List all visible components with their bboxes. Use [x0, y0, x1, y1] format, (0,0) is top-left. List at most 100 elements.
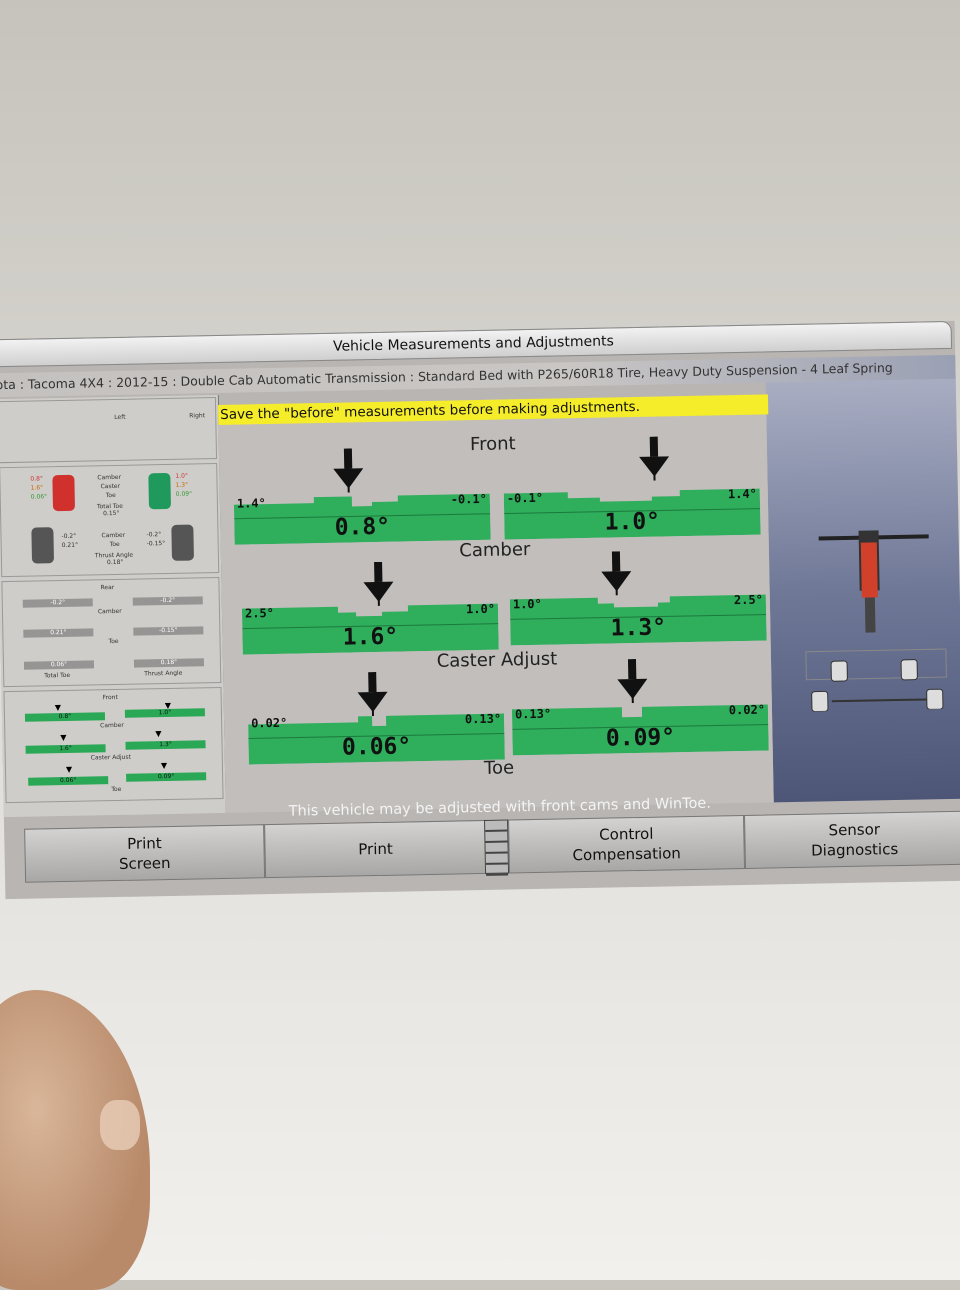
- mini-arrow-icon: ▼: [65, 764, 73, 774]
- sensor-diagnostics-button[interactable]: Sensor Diagnostics: [743, 810, 960, 869]
- front-wheels-box: 0.8° 1.6° 0.06° Camber Caster Toe 1.0° 1…: [0, 463, 220, 578]
- aligner-machine-icon: [805, 530, 947, 713]
- mini-front-toe-right: 0.09°: [175, 490, 193, 498]
- measurement-panel: Save the "before" measurements before ma…: [218, 394, 774, 813]
- front-section-title: Front: [469, 433, 516, 456]
- camber-left-max: -0.1°: [450, 491, 488, 507]
- mini-rear-camber-left: -0.2°: [61, 532, 77, 541]
- right-label: Right: [189, 412, 206, 420]
- gauge-shape: [503, 488, 761, 540]
- mini-front-toe-left: 0.06°: [30, 493, 48, 501]
- mini-rear-toe-right: -0.15°: [146, 540, 166, 548]
- mini-rear-camber-caption: Camber: [97, 607, 122, 616]
- rear-right-tyre-icon: [171, 524, 194, 561]
- mini-arrow-icon: ▼: [54, 703, 62, 713]
- mini-rear-camber-bar-left: -0.2°: [22, 598, 93, 608]
- right-side-panel: [765, 378, 960, 803]
- mini-total-toe-value: 0.15°: [103, 509, 120, 518]
- mini-rear-title: Rear: [100, 584, 115, 592]
- mini-rear-camber-bar-right: -0.2°: [132, 596, 203, 606]
- mini-camber-label: Camber: [97, 473, 122, 482]
- caster-right-max: 2.5°: [733, 592, 763, 608]
- mini-rear-toe-bar-right: -0.15°: [133, 626, 204, 636]
- thumbnail: [100, 1100, 140, 1150]
- toe-right-min: 0.13°: [514, 706, 552, 722]
- camber-right-gauge: -0.1° 1.4° 1.0°: [503, 485, 761, 540]
- gauge-shape: [233, 493, 491, 545]
- toe-right-value: 0.09°: [605, 724, 676, 752]
- left-label: Left: [114, 413, 126, 421]
- print-button[interactable]: Print: [264, 819, 488, 879]
- mini-rear-camber-label: Camber: [101, 531, 126, 540]
- camber-right-min: -0.1°: [506, 490, 544, 506]
- mini-front-toe-bar-left: 0.06°: [28, 776, 109, 786]
- summary-header-box: Left Right: [0, 397, 218, 464]
- mini-front-camber-left: 0.8°: [30, 475, 44, 483]
- before-measurements-banner: Save the "before" measurements before ma…: [218, 394, 769, 425]
- drag-handle-icon[interactable]: [484, 819, 510, 876]
- mini-arrow-icon: ▼: [155, 729, 162, 739]
- camber-left-gauge: 1.4° -0.1° 0.8°: [233, 490, 491, 545]
- mini-front-caster-bar-left: 1.6°: [25, 744, 106, 754]
- caster-left-gauge: 2.5° 1.0° 1.6°: [241, 600, 499, 655]
- mini-front-camber-bar-right: 1.0°: [124, 708, 205, 718]
- rear-summary-box: Rear -0.2° -0.2° Camber 0.21° -0.15° Toe…: [1, 576, 222, 688]
- camber-right-value: 1.0°: [604, 508, 661, 536]
- mini-rear-toe-bar-left: 0.21°: [23, 628, 94, 638]
- mini-front-caster-left: 1.6°: [30, 484, 44, 492]
- rear-left-tyre-icon: [31, 527, 55, 564]
- caster-left-max: 1.0°: [465, 601, 496, 617]
- gauge-shape: [248, 713, 505, 765]
- camber-right-max: 1.4°: [727, 486, 757, 502]
- gauge-shape: [509, 594, 767, 646]
- mini-front-toe-bar-right: 0.09°: [126, 772, 207, 782]
- mini-front-camber-bar-left: 0.8°: [24, 712, 106, 722]
- mini-front-caster-bar-right: 1.3°: [125, 740, 206, 750]
- mini-thrust-caption: Thrust Angle: [144, 669, 183, 678]
- caster-right-arrow-icon: [601, 551, 632, 596]
- toe-left-gauge: 0.02° 0.13° 0.06°: [248, 710, 505, 765]
- toe-right-max: 0.02°: [728, 702, 766, 718]
- mini-thrust-bar: 0.18°: [133, 658, 205, 668]
- toe-left-max: 0.13°: [464, 711, 502, 727]
- caster-left-arrow-icon: [363, 561, 394, 606]
- caster-right-gauge: 1.0° 2.5° 1.3°: [509, 591, 767, 646]
- mini-arrow-icon: ▼: [160, 761, 168, 771]
- mini-total-toe-bar: 0.06°: [23, 660, 95, 670]
- mini-thrust-value: 0.18°: [106, 558, 124, 567]
- mini-front-camber-right: 1.0°: [175, 472, 188, 480]
- mini-front-toe-caption: Toe: [111, 785, 122, 794]
- camber-left-arrow-icon: [333, 448, 364, 493]
- mini-rear-camber-right: -0.2°: [146, 531, 162, 539]
- control-compensation-button[interactable]: Control Compensation: [508, 814, 746, 874]
- screen-printout: Vehicle Measurements and Adjustments ota…: [0, 320, 960, 900]
- camber-left-value: 0.8°: [334, 513, 391, 541]
- mini-front-camber-caption: Camber: [100, 721, 124, 730]
- toe-right-gauge: 0.13° 0.02° 0.09°: [511, 700, 769, 756]
- mini-toe-label: Toe: [105, 491, 116, 500]
- front-right-tyre-icon: [148, 472, 172, 510]
- mini-caster-adjust-caption: Caster Adjust: [90, 753, 132, 762]
- gauge-shape: [241, 603, 499, 655]
- summary-panel: Left Right 0.8° 1.6° 0.06° Camber Caster…: [0, 394, 227, 818]
- camber-right-arrow-icon: [639, 436, 670, 481]
- mini-caster-label: Caster: [100, 482, 121, 491]
- mini-rear-toe-label: Toe: [109, 540, 120, 549]
- gauge-shape: [511, 704, 769, 756]
- print-screen-button[interactable]: Print Screen: [24, 824, 266, 883]
- mini-arrow-icon: ▼: [60, 732, 67, 743]
- front-summary-box: Front ▼ ▼ 0.8° 1.0° Camber ▼ ▼ 1.6° 1.3°…: [3, 686, 224, 804]
- mini-rear-toe-caption: Toe: [108, 637, 119, 646]
- action-bar: Print Screen Print Control Compensation …: [24, 810, 960, 883]
- front-left-tyre-icon: [52, 474, 76, 512]
- mini-front-caster-right: 1.3°: [175, 481, 189, 489]
- camber-left-min: 1.4°: [236, 496, 266, 511]
- mini-front-title: Front: [102, 693, 118, 702]
- mini-total-toe-caption: Total Toe: [44, 671, 71, 680]
- toe-right-arrow-icon: [617, 659, 648, 704]
- caster-right-min: 1.0°: [512, 596, 542, 612]
- toe-left-min: 0.02°: [251, 715, 288, 731]
- caster-left-value: 1.6°: [342, 623, 399, 651]
- mini-rear-toe-left: 0.21°: [61, 541, 79, 550]
- caster-right-value: 1.3°: [610, 614, 667, 642]
